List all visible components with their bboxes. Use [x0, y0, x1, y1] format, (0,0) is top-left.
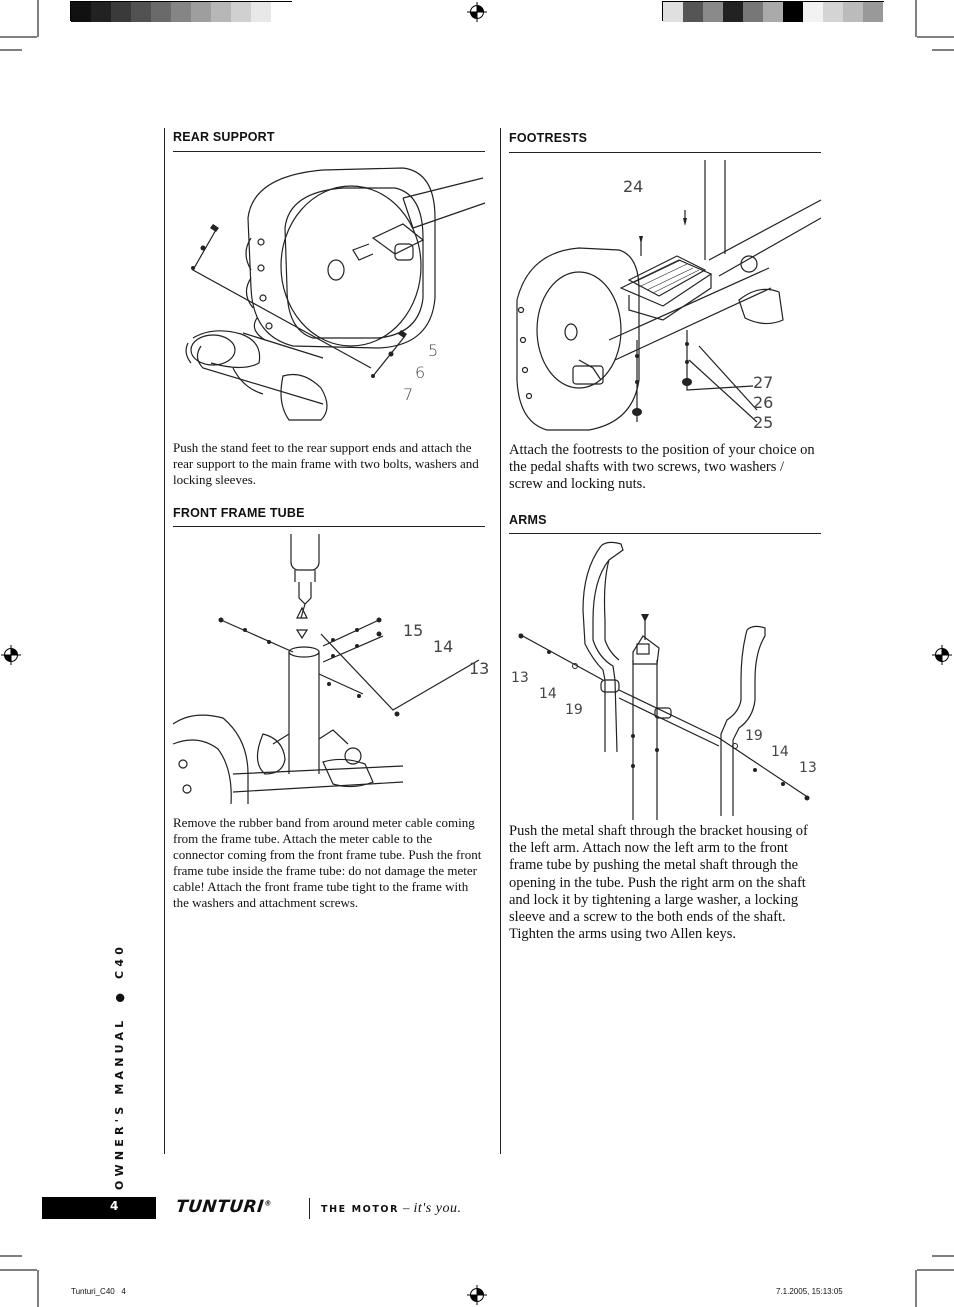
label-5: 5 [428, 341, 438, 360]
label-6: 6 [415, 363, 425, 382]
label-13: 13 [469, 659, 489, 678]
label-27: 27 [753, 373, 773, 392]
tagline: THE MOTOR – it's you. [321, 1199, 461, 1217]
registration-mark-right [932, 645, 952, 665]
label-19: 19 [745, 728, 763, 744]
slug-timestamp: 7.1.2005, 15:13:05 [776, 1287, 843, 1296]
label-19: 19 [565, 702, 583, 718]
manual-sidebar-label: OWNER'S MANUAL ● C40 [113, 943, 126, 1190]
heading-rule [173, 151, 485, 152]
heading-rule [173, 526, 485, 527]
registered-mark: ® [263, 1199, 273, 1208]
label-14: 14 [433, 637, 453, 656]
brand-logo: TUNTURI® [175, 1197, 273, 1217]
front-frame-tube-text: Remove the rubber band from around meter… [173, 815, 482, 910]
rear-support-text: Push the stand feet to the rear support … [173, 440, 479, 487]
label-14: 14 [539, 686, 557, 702]
page-number-tab [42, 1197, 156, 1219]
section-heading-rear-support: REAR SUPPORT [173, 130, 275, 144]
color-bar-right [662, 1, 884, 22]
section-heading-front-frame-tube: FRONT FRAME TUBE [173, 506, 305, 520]
color-bar-left [70, 1, 292, 22]
model-label: C40 [113, 942, 126, 979]
registration-mark-bottom [467, 1285, 487, 1305]
page-number: 4 [110, 1199, 119, 1213]
label-13: 13 [511, 670, 529, 686]
bullet-icon: ● [113, 992, 126, 1003]
left-column-rule [164, 128, 165, 1154]
color-swatch [271, 2, 292, 22]
label-26: 26 [753, 393, 773, 412]
front-frame-tube-diagram: 15 14 13 [172, 534, 489, 805]
section-heading-arms: ARMS [509, 513, 547, 527]
label-15: 15 [403, 621, 423, 640]
tagline-italic: it's you. [413, 1201, 462, 1216]
center-column-rule [500, 128, 501, 1154]
section-heading-footrests: FOOTRESTS [509, 131, 588, 145]
rear-support-diagram: 5 6 7 [173, 158, 486, 426]
tagline-dash: – [403, 1200, 410, 1215]
heading-rule [509, 533, 821, 534]
label-14: 14 [771, 744, 789, 760]
registration-mark-left [1, 645, 21, 665]
label-7: 7 [403, 385, 413, 404]
label-24: 24 [623, 177, 643, 196]
tagline-caps: THE MOTOR [321, 1204, 400, 1215]
arms-text: Push the metal shaft through the bracket… [509, 823, 808, 943]
manual-label: OWNER'S MANUAL [113, 1016, 126, 1190]
label-25: 25 [753, 413, 773, 432]
label-13: 13 [799, 760, 817, 776]
footrests-diagram: 24 27 26 25 [509, 160, 822, 438]
footrests-text: Attach the footrests to the position of … [509, 442, 815, 493]
footer-divider [309, 1198, 310, 1219]
registration-mark-top [467, 2, 487, 22]
color-swatch [863, 2, 884, 22]
heading-rule [509, 152, 821, 153]
slug-file: Tunturi_C40 4 [71, 1287, 126, 1296]
brand-name: TUNTURI [174, 1197, 266, 1217]
arms-diagram: 13 14 19 19 14 13 [509, 540, 821, 820]
